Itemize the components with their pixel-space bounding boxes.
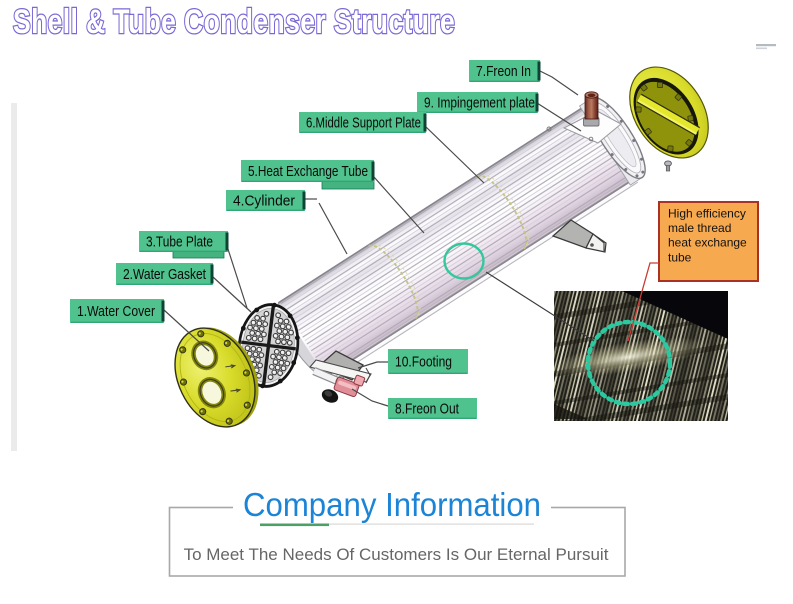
svg-text:tube: tube <box>668 250 692 264</box>
svg-text:7.Freon In: 7.Freon In <box>476 63 531 80</box>
svg-text:2.Water Gasket: 2.Water Gasket <box>123 266 207 283</box>
svg-text:1.Water Cover: 1.Water Cover <box>77 303 155 320</box>
svg-text:High efficiency: High efficiency <box>668 207 746 221</box>
svg-text:male thread: male thread <box>668 221 731 235</box>
svg-text:heat exchange: heat exchange <box>668 236 747 250</box>
svg-text:Company Information: Company Information <box>243 486 541 523</box>
svg-text:Shell & Tube Condenser Structu: Shell & Tube Condenser Structure <box>13 3 455 41</box>
svg-text:To Meet The Needs Of Customers: To Meet The Needs Of Customers Is Our Et… <box>184 545 609 564</box>
svg-text:3.Tube Plate: 3.Tube Plate <box>146 234 213 251</box>
svg-text:8.Freon Out: 8.Freon Out <box>395 401 460 418</box>
svg-text:9. Impingement plate: 9. Impingement plate <box>424 95 535 112</box>
svg-text:5.Heat Exchange Tube: 5.Heat Exchange Tube <box>248 163 368 180</box>
svg-text:6.Middle Support Plate: 6.Middle Support Plate <box>306 115 421 132</box>
svg-text:4.Cylinder: 4.Cylinder <box>233 193 295 210</box>
svg-text:10.Footing: 10.Footing <box>395 354 452 371</box>
